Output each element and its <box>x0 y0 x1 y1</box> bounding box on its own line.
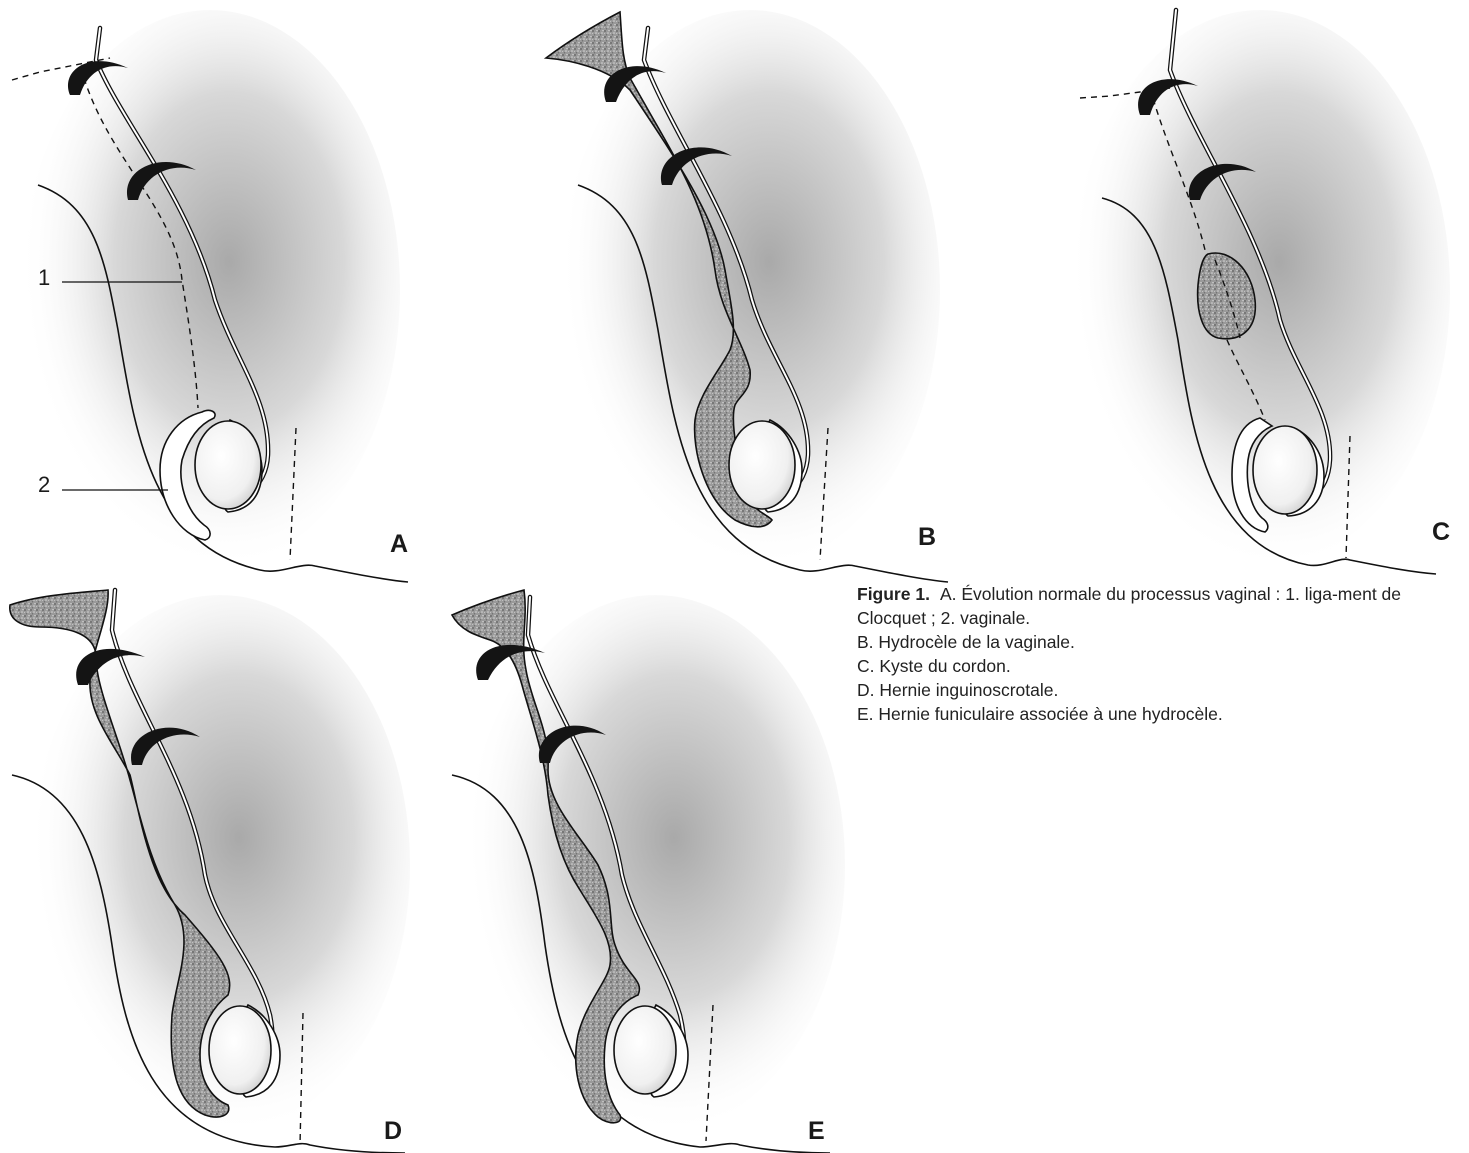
panel-c-drawing: C <box>1040 0 1469 585</box>
panel-a-drawing: 1 2 A <box>0 0 430 585</box>
testis <box>614 1006 676 1094</box>
callout-1: 1 <box>38 265 50 290</box>
panel-letter-d: D <box>384 1117 402 1145</box>
caption-line-d: D. Hernie inguinoscrotale. <box>857 678 1457 702</box>
panel-c: C <box>1040 0 1469 585</box>
panel-letter-b: B <box>918 523 936 551</box>
caption-line-e: E. Hernie funiculaire associée à une hyd… <box>857 702 1457 726</box>
panel-b: B <box>520 0 950 585</box>
testis <box>729 421 795 509</box>
testis <box>195 421 261 509</box>
caption-line-c: C. Kyste du cordon. <box>857 654 1457 678</box>
panel-e-drawing: E <box>430 585 860 1153</box>
panel-d: D <box>0 585 430 1153</box>
callout-2: 2 <box>38 472 50 497</box>
panel-letter-c: C <box>1432 518 1450 546</box>
figure-caption: Figure 1.A. Évolution normale du process… <box>857 582 1457 726</box>
caption-label: Figure 1. <box>857 584 930 604</box>
caption-text-a: A. Évolution normale du processus vagina… <box>857 584 1401 628</box>
testis <box>209 1006 271 1094</box>
panel-letter-e: E <box>808 1117 825 1145</box>
caption-line-b: B. Hydrocèle de la vaginale. <box>857 630 1457 654</box>
panel-d-drawing: D <box>0 585 430 1153</box>
panel-b-drawing: B <box>520 0 950 585</box>
caption-line-a: Figure 1.A. Évolution normale du process… <box>857 582 1457 630</box>
panel-letter-a: A <box>390 530 408 558</box>
panel-e: E <box>430 585 860 1153</box>
testis <box>1253 426 1317 514</box>
panel-a: 1 2 A <box>0 0 430 585</box>
